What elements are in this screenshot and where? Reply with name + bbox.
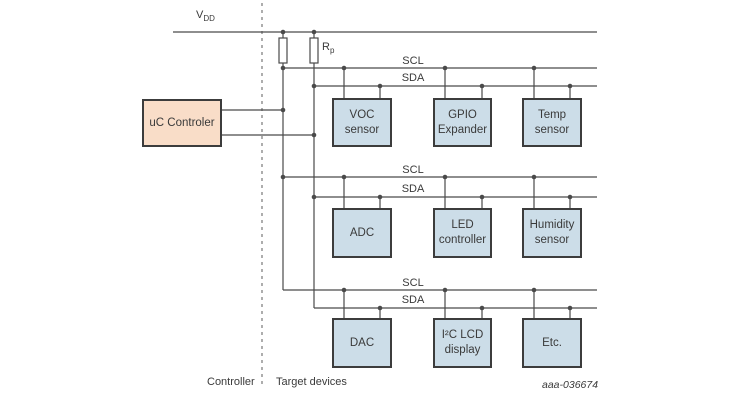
rp-label: Rp bbox=[322, 41, 335, 56]
target-zone-label: Target devices bbox=[276, 376, 347, 388]
device-box-etc: Etc. bbox=[522, 318, 582, 368]
device-box-dac: DAC bbox=[332, 318, 392, 368]
device-box-temp-sensor: Temp sensor bbox=[522, 98, 582, 147]
controller-zone-label: Controller bbox=[207, 376, 255, 388]
device-box-adc: ADC bbox=[332, 208, 392, 258]
pullup-resistor-sda bbox=[309, 37, 319, 64]
device-box-humidity-sensor: Humidity sensor bbox=[522, 208, 582, 258]
device-box-voc-sensor: VOC sensor bbox=[332, 98, 392, 147]
controller-box: uC Controler bbox=[142, 99, 222, 147]
device-box-i2c-lcd-display: I²C LCD display bbox=[433, 318, 492, 368]
scl-label-row1: SCL bbox=[402, 55, 424, 67]
device-box-gpio-expander: GPIO Expander bbox=[433, 98, 492, 147]
sda-label-row1: SDA bbox=[401, 72, 425, 84]
figure-reference: aaa-036674 bbox=[542, 379, 599, 391]
device-box-led-controller: LED controller bbox=[433, 208, 492, 258]
pullup-resistor-scl bbox=[278, 37, 288, 64]
scl-label-row2: SCL bbox=[402, 164, 424, 176]
sda-label-row2: SDA bbox=[401, 183, 425, 195]
controller-label: uC Controler bbox=[149, 117, 215, 129]
sda-label-row3: SDA bbox=[401, 294, 425, 306]
scl-label-row3: SCL bbox=[402, 277, 424, 289]
vdd-label: VDD bbox=[196, 9, 215, 24]
